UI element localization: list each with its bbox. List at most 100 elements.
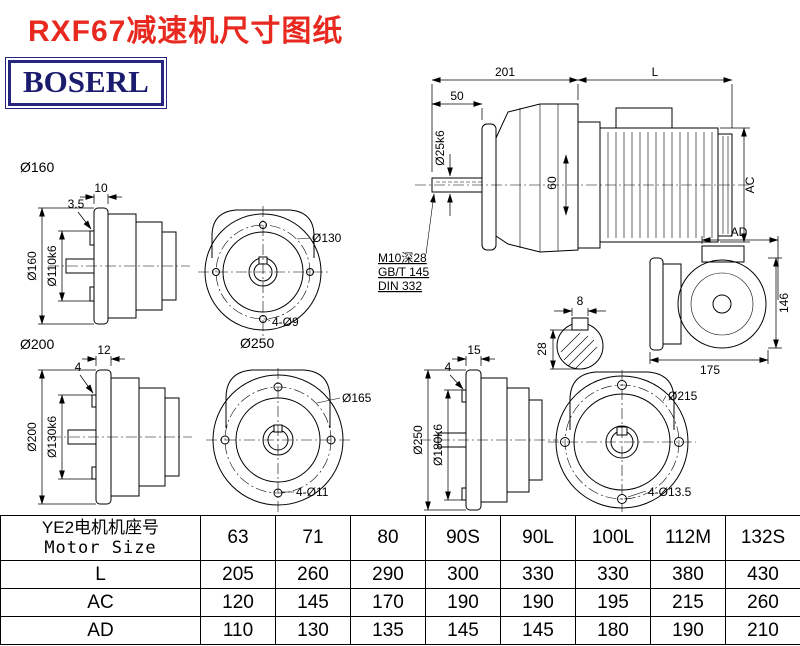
bolt-hole: [674, 437, 684, 447]
dim-d250-label: Ø250: [411, 425, 425, 455]
note-m10: M10深28: [378, 251, 427, 265]
value-cell: 330: [500, 560, 576, 589]
row-label: AD: [0, 616, 201, 645]
dim-4-label: 4: [445, 360, 452, 374]
value-cell: 190: [500, 588, 576, 617]
dim-AD-label: AD: [731, 225, 748, 239]
value-cell: 180: [575, 616, 651, 645]
value-cell: 380: [650, 560, 726, 589]
value-cell: 330: [575, 560, 651, 589]
value-cell: 145: [275, 588, 351, 617]
value-cell: 210: [725, 616, 800, 645]
motor-cooling-fins: [607, 132, 713, 238]
bolt-hole: [617, 380, 627, 390]
dim-28-label: 28: [535, 342, 549, 356]
output-flange: [481, 123, 497, 251]
value-cell: 430: [725, 560, 800, 589]
dim-201-label: 201: [495, 65, 515, 79]
row-label: AC: [0, 588, 201, 617]
flange-bar: [649, 257, 664, 351]
header-en-label: Motor Size: [44, 538, 157, 558]
value-cell: 300: [425, 560, 501, 589]
note-gbt145: GB/T 145: [378, 265, 429, 279]
bolt-hole: [273, 488, 283, 498]
dim-4-label: 4: [75, 360, 82, 374]
terminal-box: [615, 107, 673, 129]
value-cell: 260: [275, 560, 351, 589]
size-cell: 90S: [425, 515, 501, 561]
dim-175-label: 175: [700, 363, 720, 377]
motor-end-view: AD 146 175: [649, 225, 791, 377]
section-label-160: Ø160: [20, 159, 54, 175]
flange-160-front-view: Ø130 4-Ø9: [198, 206, 342, 338]
row-label: L: [0, 560, 201, 589]
bolt-circle: [215, 224, 311, 320]
bolt-hole: [560, 437, 570, 447]
size-cell: 90L: [500, 515, 576, 561]
value-cell: 110: [200, 616, 276, 645]
dim-AC-label: AC: [743, 176, 757, 193]
fan-cover: [717, 133, 733, 237]
dim-shaft-label: Ø25k6: [433, 130, 447, 166]
flange-250-front-view: Ø215 4-Ø13.5: [548, 370, 698, 512]
value-cell: 120: [200, 588, 276, 617]
table-row-L: L 205 260 290 300 330 330 380 430: [0, 560, 800, 589]
dim-d200-label: Ø200: [25, 422, 39, 452]
dim-12-label: 12: [97, 343, 111, 357]
bolt-hole: [617, 494, 627, 504]
table-row-AD: AD 110 130 135 145 145 180 190 210: [0, 616, 800, 645]
value-cell: 170: [350, 588, 426, 617]
dim-d130-label: Ø130k6: [45, 416, 59, 458]
dim-8-label: 8: [577, 294, 584, 308]
terminal-box-end: [701, 245, 745, 263]
note-din332: DIN 332: [378, 279, 422, 293]
size-cell: 80: [350, 515, 426, 561]
size-cell: 71: [275, 515, 351, 561]
dim-L-label: L: [652, 65, 659, 79]
section-hatching: [560, 332, 598, 369]
bolt-circle-label: Ø215: [668, 389, 698, 403]
bolt-hole: [259, 315, 267, 323]
holes-label: 4-Ø11: [296, 485, 329, 499]
value-cell: 190: [650, 616, 726, 645]
header-motor-size-cell: YE2电机机座号 Motor Size: [0, 515, 201, 561]
value-cell: 130: [275, 616, 351, 645]
gear-housing: [495, 103, 579, 253]
size-cell: 63: [200, 515, 276, 561]
keyway-slot: [571, 317, 589, 331]
value-cell: 145: [500, 616, 576, 645]
dim-d160-label: Ø160: [25, 251, 39, 281]
bolt-hole: [220, 435, 230, 445]
dim-d180-label: Ø180k6: [431, 424, 445, 466]
value-cell: 195: [575, 588, 651, 617]
value-cell: 145: [425, 616, 501, 645]
bolt-hole: [326, 435, 336, 445]
bolt-hole: [259, 221, 267, 229]
bolt-circle-label: Ø130: [312, 231, 342, 245]
main-assembly-view: 201 L 50 Ø25k6 60 AC M10深28 GB/T 145 DIN…: [378, 65, 757, 293]
flange-250-side-view: 15 4 Ø250 Ø180k6: [411, 343, 558, 511]
size-cell: 112M: [650, 515, 726, 561]
section-label-250: Ø250: [240, 335, 274, 351]
dim-15-label: 15: [467, 343, 481, 357]
value-cell: 190: [425, 588, 501, 617]
value-cell: 135: [350, 616, 426, 645]
table-row-AC: AC 120 145 170 190 190 195 215 260: [0, 588, 800, 617]
table-header-row: YE2电机机座号 Motor Size 63 71 80 90S 90L 100…: [0, 515, 800, 561]
technical-drawing: 201 L 50 Ø25k6 60 AC M10深28 GB/T 145 DIN…: [20, 65, 791, 512]
brand-logo: BOSERL: [5, 57, 167, 109]
value-cell: 260: [725, 588, 800, 617]
dim-3_5-label: 3.5: [68, 197, 85, 211]
section-label-200: Ø200: [20, 336, 54, 352]
dim-10-label: 10: [94, 181, 108, 195]
motor-dimension-table: YE2电机机座号 Motor Size 63 71 80 90S 90L 100…: [0, 515, 800, 645]
bolt-hole: [306, 268, 314, 276]
value-cell: 205: [200, 560, 276, 589]
flange-160-side-view: Ø160 10 3.5 Ø160 Ø110k6: [20, 159, 190, 325]
bolt-hole: [273, 382, 283, 392]
holes-label: 4-Ø9: [272, 315, 299, 329]
value-cell: 290: [350, 560, 426, 589]
value-cell: 215: [650, 588, 726, 617]
header-cn-label: YE2电机机座号: [41, 518, 160, 537]
